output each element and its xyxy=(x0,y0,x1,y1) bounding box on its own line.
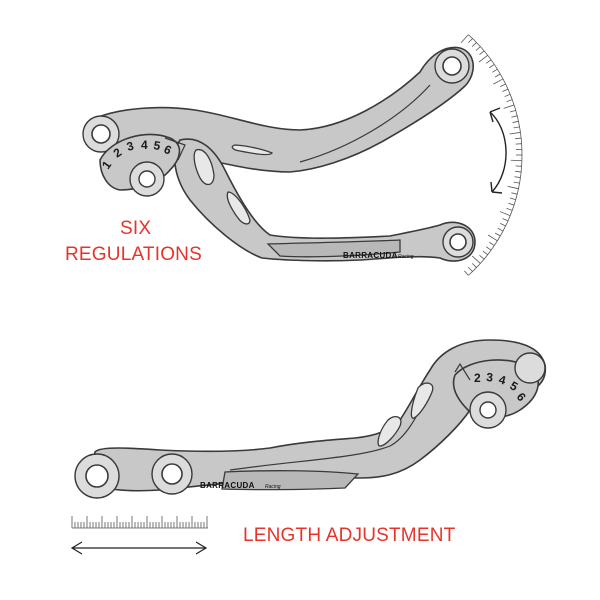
arc-scale-tick xyxy=(511,115,518,118)
top-dial-3: 3 xyxy=(125,139,135,154)
caption-six: SIX xyxy=(120,218,152,239)
top-dial-4: 4 xyxy=(141,138,148,152)
arc-scale-tick xyxy=(500,83,506,87)
arc-scale-tick xyxy=(471,42,477,47)
rotation-arrow xyxy=(489,107,507,194)
arc-scale-tick xyxy=(475,46,481,51)
length-arrow xyxy=(70,541,208,555)
arc-scale-tick xyxy=(507,186,519,190)
top-brand-sub: Racing xyxy=(398,254,414,260)
arc-scale-tick xyxy=(500,223,506,227)
top-screw xyxy=(138,170,156,188)
bottom-blade-shadow xyxy=(221,470,360,491)
arc-scale-line xyxy=(468,34,523,276)
arc-scale-tick xyxy=(512,120,519,123)
arc-scale-tick xyxy=(513,181,520,184)
arc-scale-tick xyxy=(509,132,521,135)
arc-scale-tick xyxy=(485,59,492,64)
top-hub-hole xyxy=(91,124,111,144)
top-lever-assembly: BARRACUDA Racing 1 2 3 4 5 6 xyxy=(82,46,476,262)
lower-blade xyxy=(174,138,476,262)
arc-scale-tick xyxy=(499,211,511,217)
arc-scale-tick xyxy=(478,54,488,63)
arc-scale-tick xyxy=(492,68,498,73)
arc-scale-tick xyxy=(479,254,485,260)
bottom-window-2 xyxy=(377,415,402,447)
arc-scale-tick xyxy=(471,263,477,268)
bottom-brand: BARRACUDA xyxy=(200,481,255,490)
arc-scale-tick xyxy=(493,78,504,85)
arc-scale-tick xyxy=(509,197,516,201)
arc-scale-tick xyxy=(506,99,513,103)
arc-scale-tick xyxy=(497,227,504,232)
arc-scale-tick xyxy=(468,266,473,272)
arc-scale-tick xyxy=(502,218,509,222)
upper-arm-slot xyxy=(231,144,273,156)
arc-scale-tick xyxy=(513,126,520,129)
arc-scale-tick xyxy=(515,170,522,173)
blade-window-1 xyxy=(193,148,215,186)
bottom-mid-hole xyxy=(161,463,183,485)
arc-scale-tick xyxy=(494,73,501,78)
bottom-brand-sub: Racing xyxy=(265,484,281,490)
bottom-dial-2: 2 xyxy=(474,371,481,385)
arc-scale-tick xyxy=(489,241,495,246)
arc-scale-tick xyxy=(494,232,501,237)
lower-blade-shadow xyxy=(266,239,401,258)
arc-scale-tick xyxy=(502,88,509,92)
arc-scale-tick xyxy=(514,176,521,178)
top-dial-5: 5 xyxy=(152,138,161,153)
bottom-hub xyxy=(514,352,546,384)
bottom-window-1 xyxy=(410,382,434,419)
arc-scale-tick xyxy=(504,93,511,97)
arc-scale xyxy=(460,34,523,276)
lower-eye-hole xyxy=(449,233,467,251)
arc-scale-tick xyxy=(515,137,522,140)
bottom-lever-assembly: BARRACUDA Racing 2 3 4 5 6 xyxy=(74,339,546,499)
bottom-dial-4: 4 xyxy=(497,372,507,387)
linear-ruler xyxy=(71,516,208,529)
bottom-screw xyxy=(479,401,497,419)
upper-eye-hole xyxy=(442,56,462,76)
top-brand: BARRACUDA xyxy=(343,251,398,260)
bottom-dial-3: 3 xyxy=(486,370,494,385)
arc-scale-tick xyxy=(479,50,485,56)
arc-scale-tick xyxy=(503,104,515,109)
arc-scale-tick xyxy=(489,64,495,69)
arc-scale-tick xyxy=(485,246,492,251)
bottom-end-hole xyxy=(85,464,109,488)
arc-scale-tick xyxy=(471,255,481,264)
arc-scale-tick xyxy=(511,192,518,195)
arc-scale-tick xyxy=(506,207,513,211)
caption-length-adjustment: LENGTH ADJUSTMENT xyxy=(243,525,456,546)
arc-scale-tick xyxy=(509,109,516,113)
arc-scale-tick xyxy=(482,250,488,256)
arc-scale-tick xyxy=(508,202,515,206)
arc-scale-tick xyxy=(460,34,469,44)
arc-scale-tick xyxy=(468,38,473,44)
caption-regulations: REGULATIONS xyxy=(65,244,202,265)
arc-scale-tick xyxy=(464,270,469,276)
arc-scale-tick xyxy=(487,234,498,242)
blade-window-2 xyxy=(226,191,251,225)
